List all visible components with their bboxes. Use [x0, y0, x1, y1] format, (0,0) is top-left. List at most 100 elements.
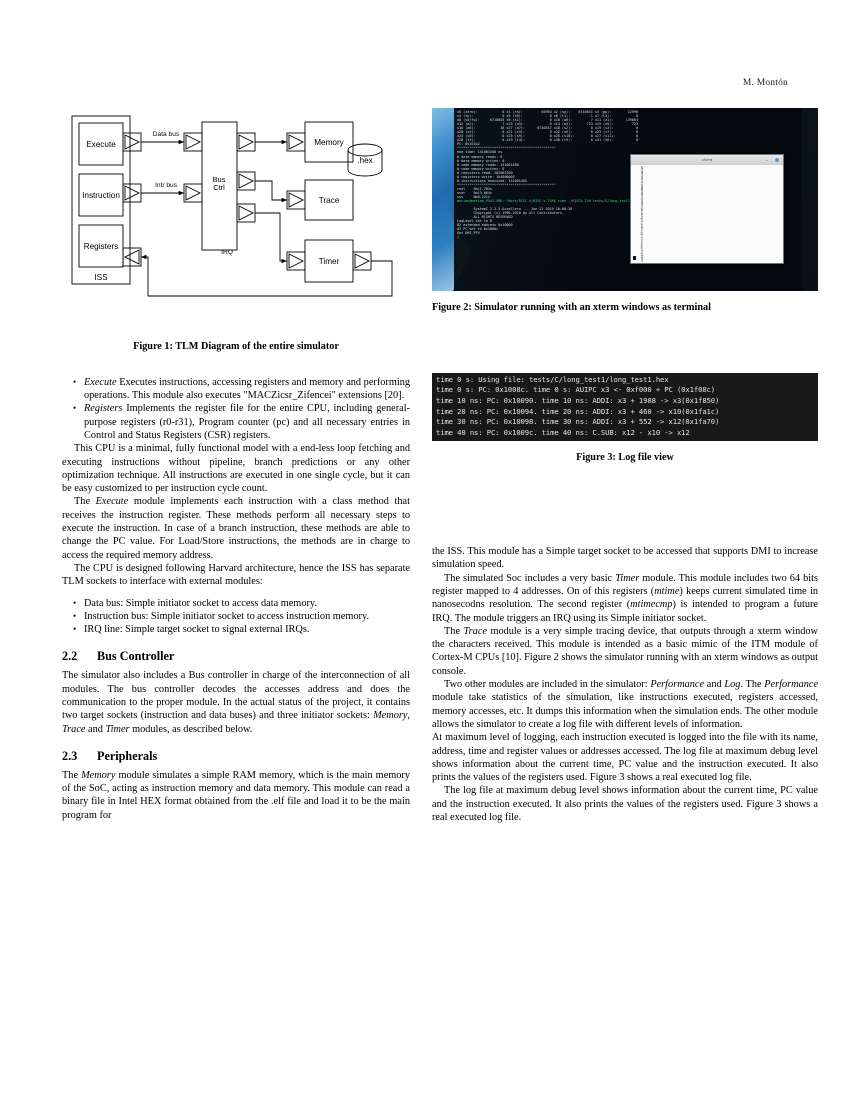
para-two-mid2: . The	[740, 679, 765, 691]
terminal-line: # registers read: 282683700	[457, 170, 513, 175]
running-head: M. Montón	[742, 78, 788, 88]
para-bus-controller: The simulator also includes a Bus contro…	[62, 669, 410, 735]
right-column: x0 (zero): 0 x1 (ra): 65994 x2 (sp): 671…	[432, 108, 818, 824]
terminal-line: # registers write: 104800003	[457, 174, 515, 179]
para-mem-em: Memory	[81, 769, 116, 781]
xterm-minimize-icon[interactable]: –	[765, 157, 768, 163]
para-execute-module: The Execute module implements each instr…	[62, 495, 410, 561]
section-heading-23: 2.3 Peripherals	[62, 749, 410, 764]
terminal-line: x20 (s4): 0 x21 (s5): 0 x22 (s6): 0 x23 …	[457, 130, 639, 135]
diagram-label-trace: Trace	[319, 196, 340, 205]
log-line: time 40 ns: PC: 0x1009c. time 40 ns: C.S…	[436, 427, 690, 437]
terminal-line: x24 (s8): 0 x25 (s9): 0 x26 (s10): 0 x27…	[457, 134, 639, 139]
terminal-line-sys: sys 0m0.221s	[457, 194, 490, 199]
para-timer-pre: The simulated Soc includes a very basic	[444, 572, 616, 584]
para-timer-em-mtimecmp: mtimecmp	[630, 599, 673, 611]
bullet-registers-term: Registers	[84, 403, 123, 415]
terminal-footer-cursor: |	[457, 235, 460, 240]
terminal-line: x0 (zero): 0 x1 (ra): 65994 x2 (sp): 671…	[457, 110, 639, 114]
terminal-separator: ****************************************…	[457, 146, 556, 151]
diagram-label-iss: ISS	[94, 273, 108, 282]
bullet-execute: Execute Executes instructions, accessing…	[73, 376, 410, 403]
para-timer-mid2: ) keeps current simulated time in nanose…	[432, 585, 818, 611]
terminal-line: x28 (t3): 0 x29 (t4): 0 x30 (t5): 0 x31 …	[457, 138, 639, 143]
log-line: time 10 ns: PC: 0x10090. time 10 ns: ADD…	[436, 395, 720, 405]
xterm-cursor	[633, 256, 636, 260]
diagram-label-hex: .hex	[357, 156, 372, 165]
para-timer-em-mtime: mtime	[654, 585, 680, 597]
figure-1: Execute Instruction Registers ISS Bus Ct…	[62, 108, 410, 306]
xterm-output-text: ABCDEFGHIJKLMNOPQRSTUVWXYZabcdefghijklmn…	[632, 166, 643, 262]
section-heading-22: 2.2 Bus Controller	[62, 649, 410, 664]
para-bus-pre: The simulator also includes a Bus contro…	[62, 670, 410, 722]
bullet-registers: Registers Implements the register file f…	[73, 402, 410, 442]
log-line: time 0 s: PC: 0x1008c. time 0 s: AUIPC x…	[436, 385, 715, 395]
para-mem-pre: The	[62, 769, 82, 781]
diagram-label-bus-1: Bus	[213, 175, 226, 184]
diagram-label-instruction: Instruction	[82, 191, 120, 200]
para-iss-dmi: the ISS. This module has a Simple target…	[432, 546, 818, 571]
xterm-body[interactable]: ABCDEFGHIJKLMNOPQRSTUVWXYZabcdefghijklmn…	[631, 165, 783, 263]
para-trace-em: Trace	[463, 625, 487, 637]
terminal-line: x4 (tp): 0 x5 (t0): 0 x6 (t1): -1 x7 (t2…	[457, 114, 639, 119]
para-timer-post: ) is intended to program a future IRQ. T…	[432, 599, 818, 624]
diagram-label-registers: Registers	[84, 242, 119, 251]
para-timer-mid: module. This module includes two 64 bits…	[432, 572, 818, 597]
terminal-line: x16 (a6): 18 x17 (a7): 6710547 x18 (s2):…	[457, 126, 639, 131]
para-two-mid1: and	[704, 679, 725, 691]
para-bus-em-timer: Timer	[105, 723, 130, 735]
left-column: Execute Instruction Registers ISS Bus Ct…	[62, 108, 410, 822]
diagram-label-memory: Memory	[314, 138, 344, 147]
terminal-line: # data memory reads: 0	[457, 154, 503, 159]
section-number-22: 2.2	[62, 649, 78, 664]
terminal-footer-line: Get DMI_PTR	[457, 231, 480, 236]
terminal-line: # code memory writes: 0	[457, 166, 505, 171]
para-mem-post: module simulates a simple RAM memory, wh…	[62, 769, 410, 821]
para-cpu-minimal: This CPU is a minimal, fully functional …	[62, 443, 410, 495]
para-trace-module: The Trace module is a very simple tracin…	[432, 625, 818, 678]
bullet-registers-text: Implements the register file for the ent…	[84, 403, 410, 441]
para-execute-post: module implements each instruction with …	[62, 496, 410, 561]
xterm-window[interactable]: xterm – ABCDEFGHIJKLMNOPQRSTUVWXYZabcdef…	[630, 154, 784, 264]
bullet-irq-line: IRQ line: Simple target socket to signal…	[73, 623, 410, 637]
para-two-em-log: Log	[724, 679, 741, 691]
terminal-footer-line: LogLevel set to 0	[457, 219, 492, 224]
para-two-post: module take statistics of the simulation…	[432, 692, 818, 730]
diagram-label-bus-2: Ctrl	[213, 183, 225, 192]
terminal-line: end time: 141001450 ns	[457, 150, 503, 155]
para-logging: At maximum level of logging, each instru…	[432, 732, 818, 784]
figure-1-caption: Figure 1: TLM Diagram of the entire simu…	[133, 341, 339, 352]
terminal-footer-line: 02 extended address 0x10000	[457, 223, 513, 228]
figure-2-caption: Figure 2: Simulator running with an xter…	[432, 302, 711, 313]
terminal-footer-line: ALL RIGHTS RESERVED	[457, 215, 513, 220]
terminal-separator: ****************************************…	[457, 182, 556, 187]
section-number-23: 2.3	[62, 748, 78, 763]
terminal-footer-line: Copyright (c) 1996-2018 by all Contribut…	[457, 211, 564, 216]
section-title-22: Bus Controller	[97, 649, 175, 664]
terminal-line: # instructions executed: 141001405	[457, 178, 527, 183]
log-line: time 0 s: Using file: tests/C/long_test1…	[436, 374, 669, 384]
para-execute-em: Execute	[95, 496, 129, 508]
para-trace-pre: The	[444, 625, 464, 637]
log-line: time 20 ns: PC: 0x10094. time 20 ns: ADD…	[436, 406, 720, 416]
terminal-line: x8 (s0/fp): 6710803 x9 (s1): 0 x10 (a0):…	[457, 118, 639, 123]
para-logfile: The log file at maximum debug level show…	[432, 785, 818, 824]
para-bus-mid1: ,	[407, 710, 410, 722]
para-timer-module: The simulated Soc includes a very basic …	[432, 572, 818, 625]
xterm-close-icon[interactable]	[775, 158, 779, 162]
socket-bullet-list: Data bus: Simple initiator socket to acc…	[62, 597, 410, 637]
terminal-line-pc: PC: 0x101b2	[457, 142, 480, 147]
para-timer-em: Timer	[615, 572, 640, 584]
terminal-footer-line: SystemC 2.3.3-Accellera --- Jun 22 2019 …	[457, 207, 573, 212]
diagram-label-timer: Timer	[319, 257, 340, 266]
para-bus-em-memory: Memory	[373, 710, 408, 722]
figure-2: x0 (zero): 0 x1 (ra): 65994 x2 (sp): 671…	[432, 108, 818, 291]
terminal-footer-line: 03 PC set to 0x1000c	[457, 227, 499, 232]
bullet-execute-text: Executes instructions, accessing registe…	[84, 376, 410, 402]
bullet-execute-term: Execute	[84, 376, 117, 388]
para-bus-post: modules, as described below.	[129, 723, 253, 735]
para-two-modules: Two other modules are included in the si…	[432, 678, 818, 731]
diagram-label-execute: Execute	[86, 140, 116, 149]
bullet-data-bus: Data bus: Simple initiator socket to acc…	[73, 597, 410, 611]
